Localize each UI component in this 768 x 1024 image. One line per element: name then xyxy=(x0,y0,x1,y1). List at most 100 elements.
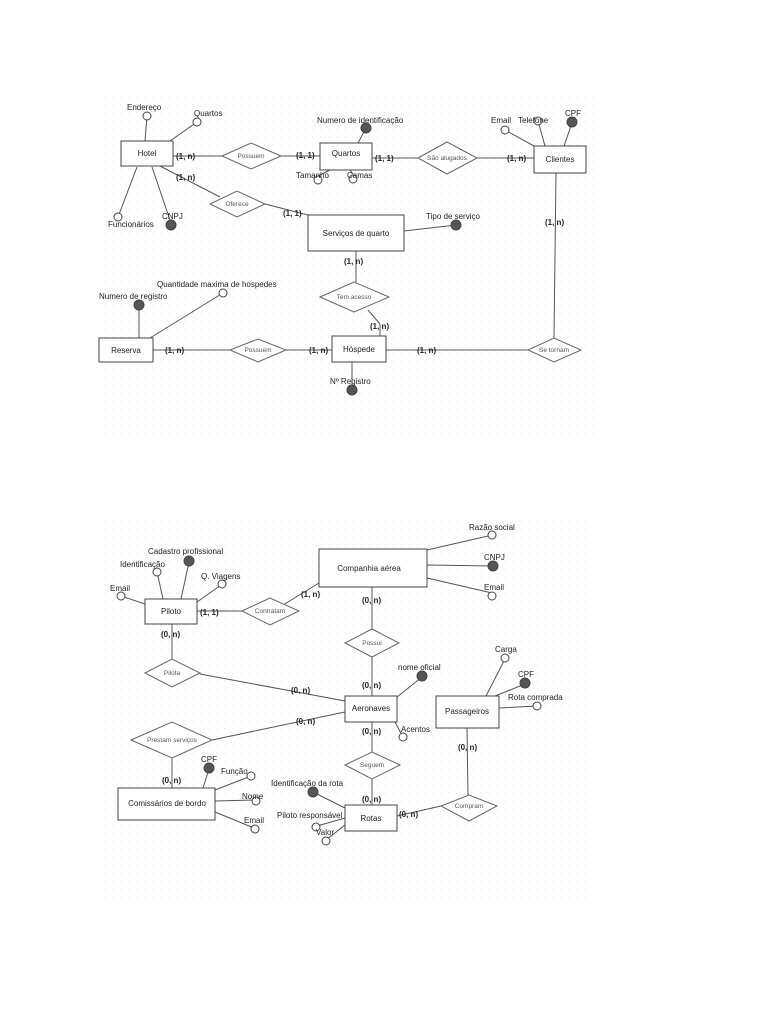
attribute-quantidade-maxima-label: Quantidade maxima de hospedes xyxy=(157,280,277,289)
attribute-identificacao-rota-key-circle xyxy=(307,786,319,798)
entity-passageiros[interactable]: Passageiros xyxy=(435,695,500,729)
entity-rotas[interactable]: Rotas xyxy=(344,804,398,832)
relationship-tem-acesso-label: Tem acesso xyxy=(337,294,372,301)
relationship-possuem-quartos[interactable]: Possuem xyxy=(220,142,283,170)
attribute-razao-social-label: Razão social xyxy=(469,523,515,532)
cardinality-servicos-acesso: (1, n) xyxy=(344,257,363,266)
relationship-possuem-reserva-label: Possuem xyxy=(244,347,271,354)
entity-comissarios-de-bordo[interactable]: Comissários de bordo xyxy=(117,787,216,821)
entity-passageiros-label: Passageiros xyxy=(445,707,489,716)
relationship-seguem[interactable]: Seguem xyxy=(343,751,402,780)
attribute-nome-oficial-label: nome oficial xyxy=(398,663,441,672)
relationship-prestam-servicos[interactable]: Prestam serviços xyxy=(129,721,214,759)
attribute-valor-circle xyxy=(321,836,331,846)
attribute-email-piloto-label: Email xyxy=(110,584,130,593)
entity-piloto-label: Piloto xyxy=(161,607,182,616)
attribute-quartos-label: Quartos xyxy=(194,109,222,118)
attribute-email-label: Email xyxy=(491,116,511,125)
relationship-compram[interactable]: Compram xyxy=(439,794,499,822)
attribute-cpf-com-key-circle xyxy=(203,762,215,774)
attribute-n-registro-label: Nº Registro xyxy=(330,377,371,386)
relationship-prestam-label: Prestam serviços xyxy=(147,737,198,744)
relationship-compram-label: Compram xyxy=(455,803,484,810)
attribute-email-com-label: Email xyxy=(244,816,264,825)
attribute-numero-registro-key-circle xyxy=(133,299,145,311)
attribute-tipo-servico-key-circle xyxy=(450,219,462,231)
entity-quartos-label: Quartos xyxy=(332,149,360,158)
attribute-cpf-label: CPF xyxy=(565,109,581,118)
attribute-cpf-pass-key-circle xyxy=(519,677,531,689)
attribute-cadastro-profissional-key-circle xyxy=(183,555,195,567)
relationship-contratam[interactable]: Contratam xyxy=(240,597,301,626)
attribute-cnpj-key-circle xyxy=(165,219,177,231)
attribute-funcao-circle xyxy=(246,771,256,781)
entity-hotel[interactable]: Hotel xyxy=(120,140,174,167)
cardinality-rotas-seguem: (0, n) xyxy=(362,795,381,804)
entity-hospede[interactable]: Hóspede xyxy=(331,335,387,363)
relationship-possuem-reserva[interactable]: Possuem xyxy=(228,338,288,363)
attribute-rota-comprada-circle xyxy=(532,701,542,711)
entity-companhia-label: Companhia aérea xyxy=(337,564,401,573)
attribute-tamanho-label: Tamanho xyxy=(296,171,329,180)
entity-comissarios-label: Comissários de bordo xyxy=(128,799,206,808)
attribute-identificacao-label: Identificação xyxy=(120,560,165,569)
hotel-connection-lines xyxy=(117,115,573,388)
relationship-sao-alugados[interactable]: São alugados xyxy=(416,141,479,175)
cardinality-clientes-alugados: (1, n) xyxy=(507,154,526,163)
attribute-telefone-circle xyxy=(533,116,543,126)
attribute-funcao-label: Função xyxy=(221,767,248,776)
entity-reserva[interactable]: Reserva xyxy=(98,337,154,363)
attribute-camas-label: Camas xyxy=(347,171,372,180)
attribute-nome-label: Nome xyxy=(242,792,264,801)
entity-aeronaves[interactable]: Aeronaves xyxy=(344,695,398,723)
attribute-valor-label: Valor xyxy=(316,828,334,837)
relationship-possui-label: Possui xyxy=(362,640,382,647)
relationship-se-tornam-label: Se tornam xyxy=(539,347,569,354)
entity-companhia-aerea[interactable]: Companhia aérea xyxy=(318,548,428,588)
entity-servicos-de-quarto[interactable]: Serviços de quarto xyxy=(307,214,405,252)
attribute-piloto-responsavel-label: Piloto responsável xyxy=(277,811,343,820)
relationship-pilota[interactable]: Pilota xyxy=(143,658,202,688)
attribute-numero-identificacao-key-circle xyxy=(360,122,372,134)
relationship-possui[interactable]: Possui xyxy=(343,628,401,658)
attribute-acentos-label: Acentos xyxy=(401,725,430,734)
entity-clientes-label: Clientes xyxy=(546,155,575,164)
cardinality-hospede-possuem: (1, n) xyxy=(309,346,328,355)
entity-hotel-label: Hotel xyxy=(138,149,157,158)
attribute-email-piloto-circle xyxy=(116,591,126,601)
attribute-numero-registro-label: Numero de registro xyxy=(99,292,168,301)
attribute-nome-oficial-key-circle xyxy=(416,670,428,682)
cardinality-rotas-compram: (0, n) xyxy=(399,810,418,819)
attribute-rota-comprada-label: Rota comprada xyxy=(508,693,563,702)
hotel-er-diagram: Hotel Quartos Clientes Serviços de quart… xyxy=(97,90,600,438)
attribute-numero-identificacao-label: Numero de identificação xyxy=(317,116,404,125)
relationship-oferece[interactable]: Oferece xyxy=(208,190,267,218)
relationship-se-tornam[interactable]: Se tornam xyxy=(526,337,583,363)
attribute-acentos-circle xyxy=(398,732,408,742)
relationship-seguem-label: Seguem xyxy=(360,762,384,769)
attribute-camas-circle xyxy=(348,174,358,184)
relationship-tem-acesso[interactable]: Tem acesso xyxy=(318,281,391,313)
cardinality-hospede-se-tornam: (1, n) xyxy=(417,346,436,355)
cardinality-companhia-possui: (0, n) xyxy=(362,596,381,605)
relationship-possuem-quartos-label: Possuem xyxy=(237,153,264,160)
attribute-tipo-servico-label: Tipo de serviço xyxy=(426,212,481,221)
attribute-carga-circle xyxy=(500,653,510,663)
entity-servicos-label: Serviços de quarto xyxy=(323,229,390,238)
entity-clientes[interactable]: Clientes xyxy=(533,145,587,174)
attribute-telefone-label: Telefone xyxy=(518,116,549,125)
cardinality-companhia-contratam: (1, n) xyxy=(301,590,320,599)
attribute-email-comp-label: Email xyxy=(484,583,504,592)
attribute-email-circle xyxy=(500,125,510,135)
attribute-cpf-pass-label: CPF xyxy=(518,670,534,679)
entity-reserva-label: Reserva xyxy=(111,346,141,355)
entity-quartos[interactable]: Quartos xyxy=(319,142,373,171)
entity-hospede-label: Hóspede xyxy=(343,345,376,354)
cardinality-hospede-acesso: (1, n) xyxy=(370,322,389,331)
airline-er-diagram: Companhia aérea Piloto Aeronaves Passage… xyxy=(97,515,590,903)
entity-aeronaves-label: Aeronaves xyxy=(352,704,390,713)
attribute-email-comp-circle xyxy=(487,591,497,601)
attribute-q-viagens-circle xyxy=(217,579,227,589)
cardinality-passageiros-compram: (0, n) xyxy=(458,743,477,752)
entity-piloto[interactable]: Piloto xyxy=(144,598,198,625)
